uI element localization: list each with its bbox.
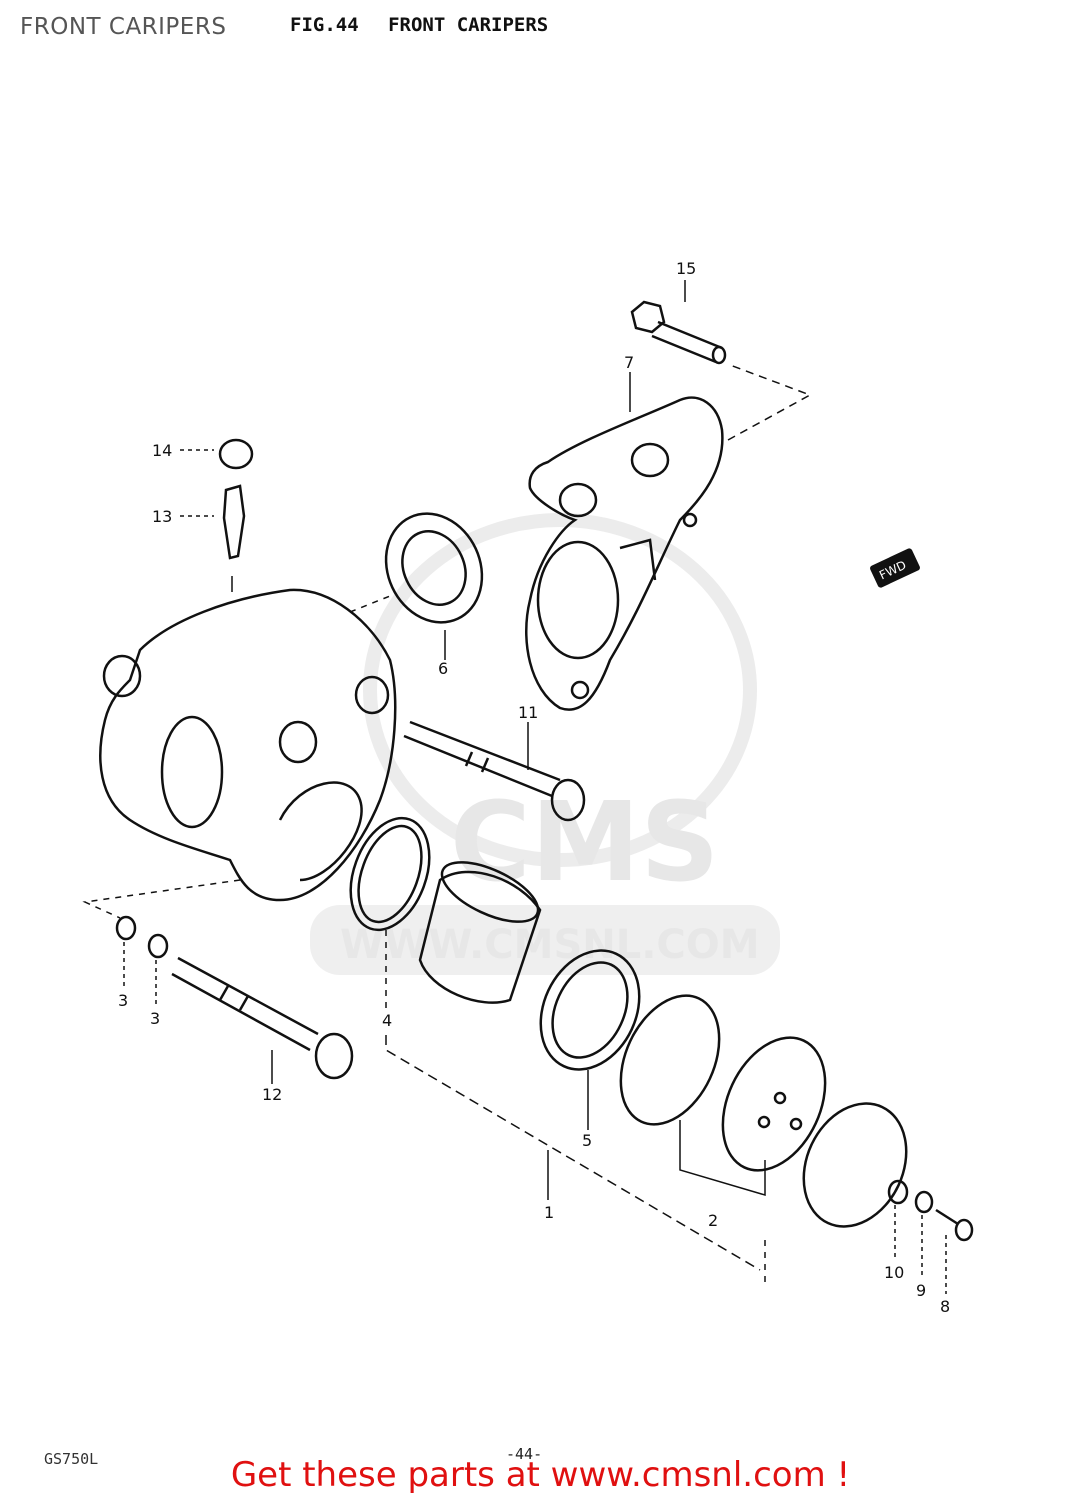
part-label-12: 12	[262, 1085, 282, 1104]
part-label-13: 13	[152, 507, 172, 526]
part-label-11: 11	[518, 703, 538, 722]
part-label-14: 14	[152, 441, 172, 460]
overlay-title: FRONT CARIPERS	[20, 14, 227, 40]
shim	[802, 1102, 908, 1228]
watermark-url: WWW.CMSNL.COM	[340, 922, 760, 968]
model-code: GS750L	[44, 1450, 99, 1468]
bracket-7	[525, 396, 724, 711]
part-label-7: 7	[624, 353, 634, 372]
cta-link[interactable]: Get these parts at www.cmsnl.com !	[230, 1455, 851, 1495]
part-label-3b: 3	[150, 1009, 160, 1028]
washer-9	[914, 1190, 934, 1214]
figure-caption: FRONT CARIPERS	[388, 14, 549, 36]
figure-title: FIG.44 FRONT CARIPERS	[290, 14, 566, 36]
part-label-15: 15	[676, 259, 696, 278]
part-label-2: 2	[708, 1211, 718, 1230]
part-label-6: 6	[438, 659, 448, 678]
pin-11	[403, 720, 586, 822]
bolt-15	[630, 300, 727, 365]
part-label-9: 9	[916, 1281, 926, 1300]
piston	[418, 861, 542, 1004]
caliper-body	[99, 588, 397, 902]
part-label-8: 8	[940, 1297, 950, 1316]
seal-5	[539, 949, 641, 1071]
page-number: -44-	[506, 1445, 543, 1463]
part-label-4: 4	[382, 1011, 392, 1030]
cap-14	[218, 438, 254, 470]
part-label-1: 1	[544, 1203, 554, 1222]
seal-6	[384, 512, 484, 624]
washer-10	[887, 1179, 909, 1205]
pin-12	[171, 956, 354, 1080]
part-label-3a: 3	[118, 991, 128, 1010]
pads-2	[619, 994, 827, 1172]
part-label-5: 5	[582, 1131, 592, 1150]
screw-8	[935, 1208, 974, 1242]
washers-3	[115, 915, 169, 959]
watermark: CMS WWW.CMSNL.COM	[310, 513, 780, 975]
leader-lines	[82, 280, 947, 1294]
figure-number: FIG.44	[290, 14, 359, 36]
o-ring-4	[349, 816, 431, 932]
part-label-10: 10	[884, 1263, 904, 1282]
fwd-badge: FWD	[870, 548, 920, 588]
bleeder-13	[222, 484, 246, 560]
